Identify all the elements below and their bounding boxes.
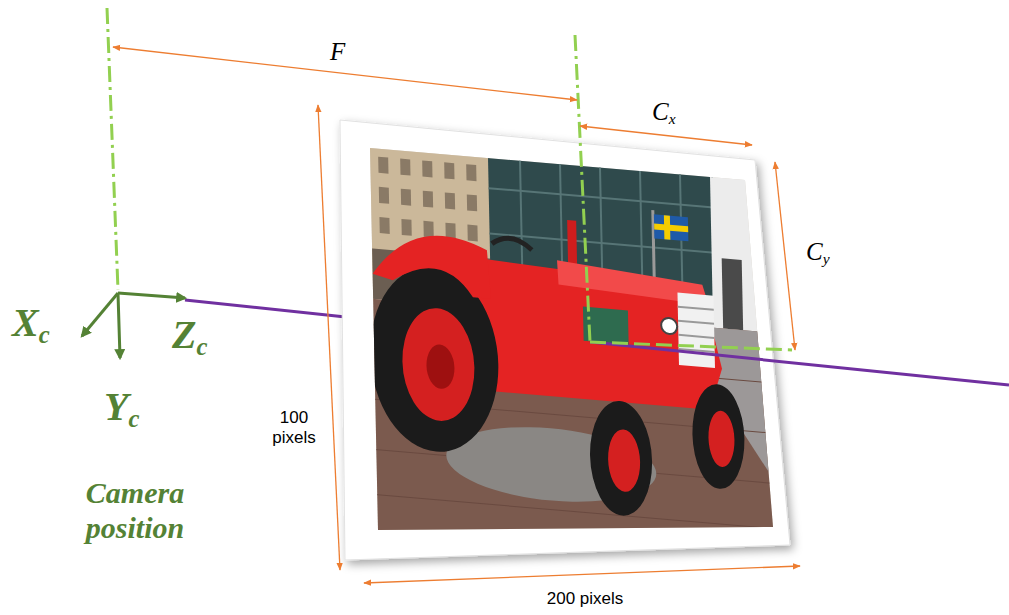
optical-axis xyxy=(590,342,1009,385)
optical-axis xyxy=(185,300,355,318)
principal-point-vertical xyxy=(575,35,590,342)
cx-label: Cx xyxy=(652,98,676,127)
cy-label: Cy xyxy=(806,238,830,267)
principal-point-horizontal xyxy=(590,342,792,350)
camera-axes xyxy=(82,293,185,358)
dimension-label: 200 pixels xyxy=(520,589,650,609)
dimension-label: 100 pixels xyxy=(262,408,326,447)
axis-label: Yc xyxy=(104,384,139,430)
camera-position-label: Camera position xyxy=(50,476,220,545)
dimension-arrows xyxy=(113,47,800,583)
focal-length-label: F xyxy=(330,38,345,67)
camera-vertical-axis xyxy=(107,8,118,290)
axis-label: Xc xyxy=(12,300,50,346)
axis-label: Zc xyxy=(172,312,207,358)
